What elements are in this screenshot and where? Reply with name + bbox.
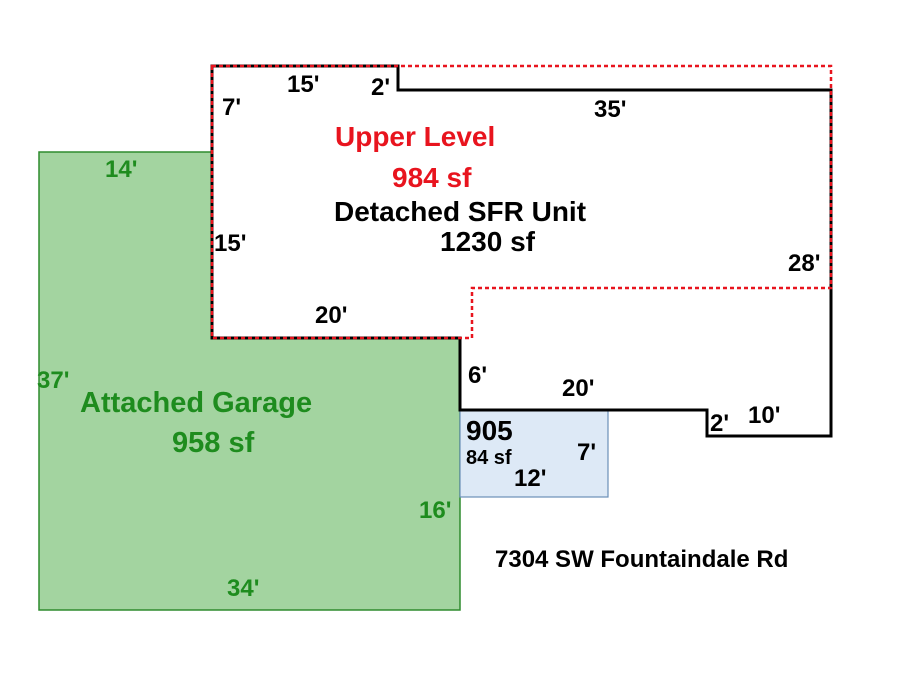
dim-lower-run: 20'	[562, 375, 595, 402]
dim-top-left: 15'	[287, 71, 320, 98]
garage-area: 958 sf	[172, 427, 255, 459]
upper-level-outline	[210, 64, 833, 340]
dim-annex-side: 7'	[577, 439, 597, 466]
sfr-unit-area: 1230 sf	[440, 226, 535, 257]
garage-title: Attached Garage	[80, 387, 313, 419]
dim-annex-bottom: 12'	[514, 465, 547, 492]
dim-mid-bottom: 20'	[315, 302, 348, 329]
dim-lower-step: 2'	[710, 410, 730, 437]
dim-step-down: 6'	[468, 362, 488, 389]
garage-dim-bottom: 34'	[227, 575, 260, 602]
property-address: 7304 SW Fountaindale Rd	[495, 546, 789, 573]
dim-left-top: 7'	[222, 94, 242, 121]
garage-dim-left: 37'	[37, 367, 70, 394]
dim-top-step: 2'	[371, 74, 391, 101]
dim-top-right: 35'	[594, 96, 627, 123]
sfr-unit-title: Detached SFR Unit	[334, 196, 587, 227]
garage-dim-right: 16'	[419, 497, 452, 524]
dim-lower-right: 10'	[748, 402, 781, 429]
garage-dim-top: 14'	[105, 156, 138, 183]
dim-right-side: 28'	[788, 250, 821, 277]
annex-area	[459, 409, 609, 498]
annex-number: 905	[466, 415, 513, 446]
upper-level-title: Upper Level	[335, 121, 496, 152]
dim-left-mid: 15'	[214, 230, 247, 257]
upper-level-area: 984 sf	[392, 162, 472, 193]
sfr-unit-floor	[212, 66, 831, 436]
annex-area: 84 sf	[466, 447, 512, 469]
